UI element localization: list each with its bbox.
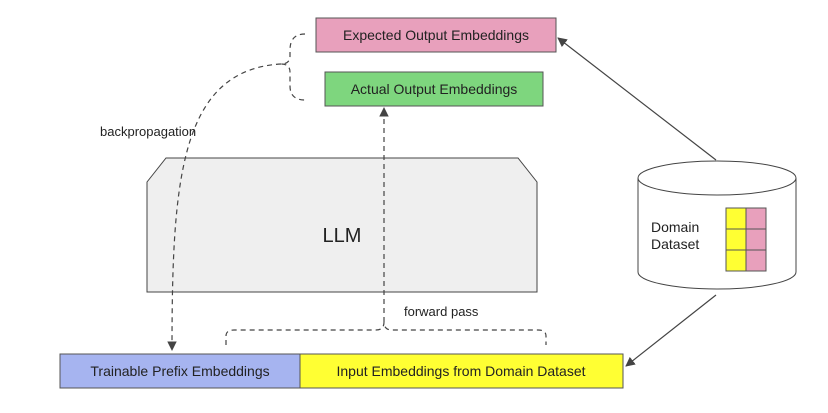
dataset-cell: [745, 228, 767, 251]
input-embeddings-label: Input Embeddings from Domain Dataset: [336, 363, 585, 379]
input-row: Trainable Prefix Embeddings Input Embedd…: [59, 353, 624, 389]
llm-block: LLM: [146, 157, 538, 293]
input-group-brace: [225, 321, 547, 345]
llm-label: LLM: [323, 225, 362, 247]
dataset-to-expected-arrow: [557, 37, 717, 161]
backpropagation-label: backpropagation: [100, 124, 196, 139]
dataset-cell: [725, 207, 747, 230]
output-group-brace: [280, 33, 306, 101]
input-embeddings-rect: [299, 353, 624, 389]
llm-shape: [146, 157, 538, 293]
cylinder-top: [637, 160, 797, 196]
actual-output-label: Actual Output Embeddings: [351, 81, 518, 97]
actual-output-rect: [324, 71, 544, 107]
trainable-prefix-label: Trainable Prefix Embeddings: [90, 363, 269, 379]
dataset-label-line2: Dataset: [651, 236, 699, 252]
expected-output-label: Expected Output Embeddings: [343, 27, 529, 43]
actual-output-box: Actual Output Embeddings: [324, 71, 544, 107]
dataset-label-line1: Domain: [651, 219, 699, 235]
expected-output-box: Expected Output Embeddings: [315, 17, 557, 53]
dataset-cell: [725, 249, 747, 272]
expected-output-rect: [315, 17, 557, 53]
dataset-cell: [725, 228, 747, 251]
domain-dataset-cylinder: Domain Dataset: [637, 160, 797, 290]
forward-pass-label: forward pass: [404, 304, 479, 319]
dataset-to-input-arrow: [625, 294, 717, 367]
backpropagation-arrow: [167, 63, 282, 351]
dataset-cell: [745, 249, 767, 272]
dataset-cell: [745, 207, 767, 230]
